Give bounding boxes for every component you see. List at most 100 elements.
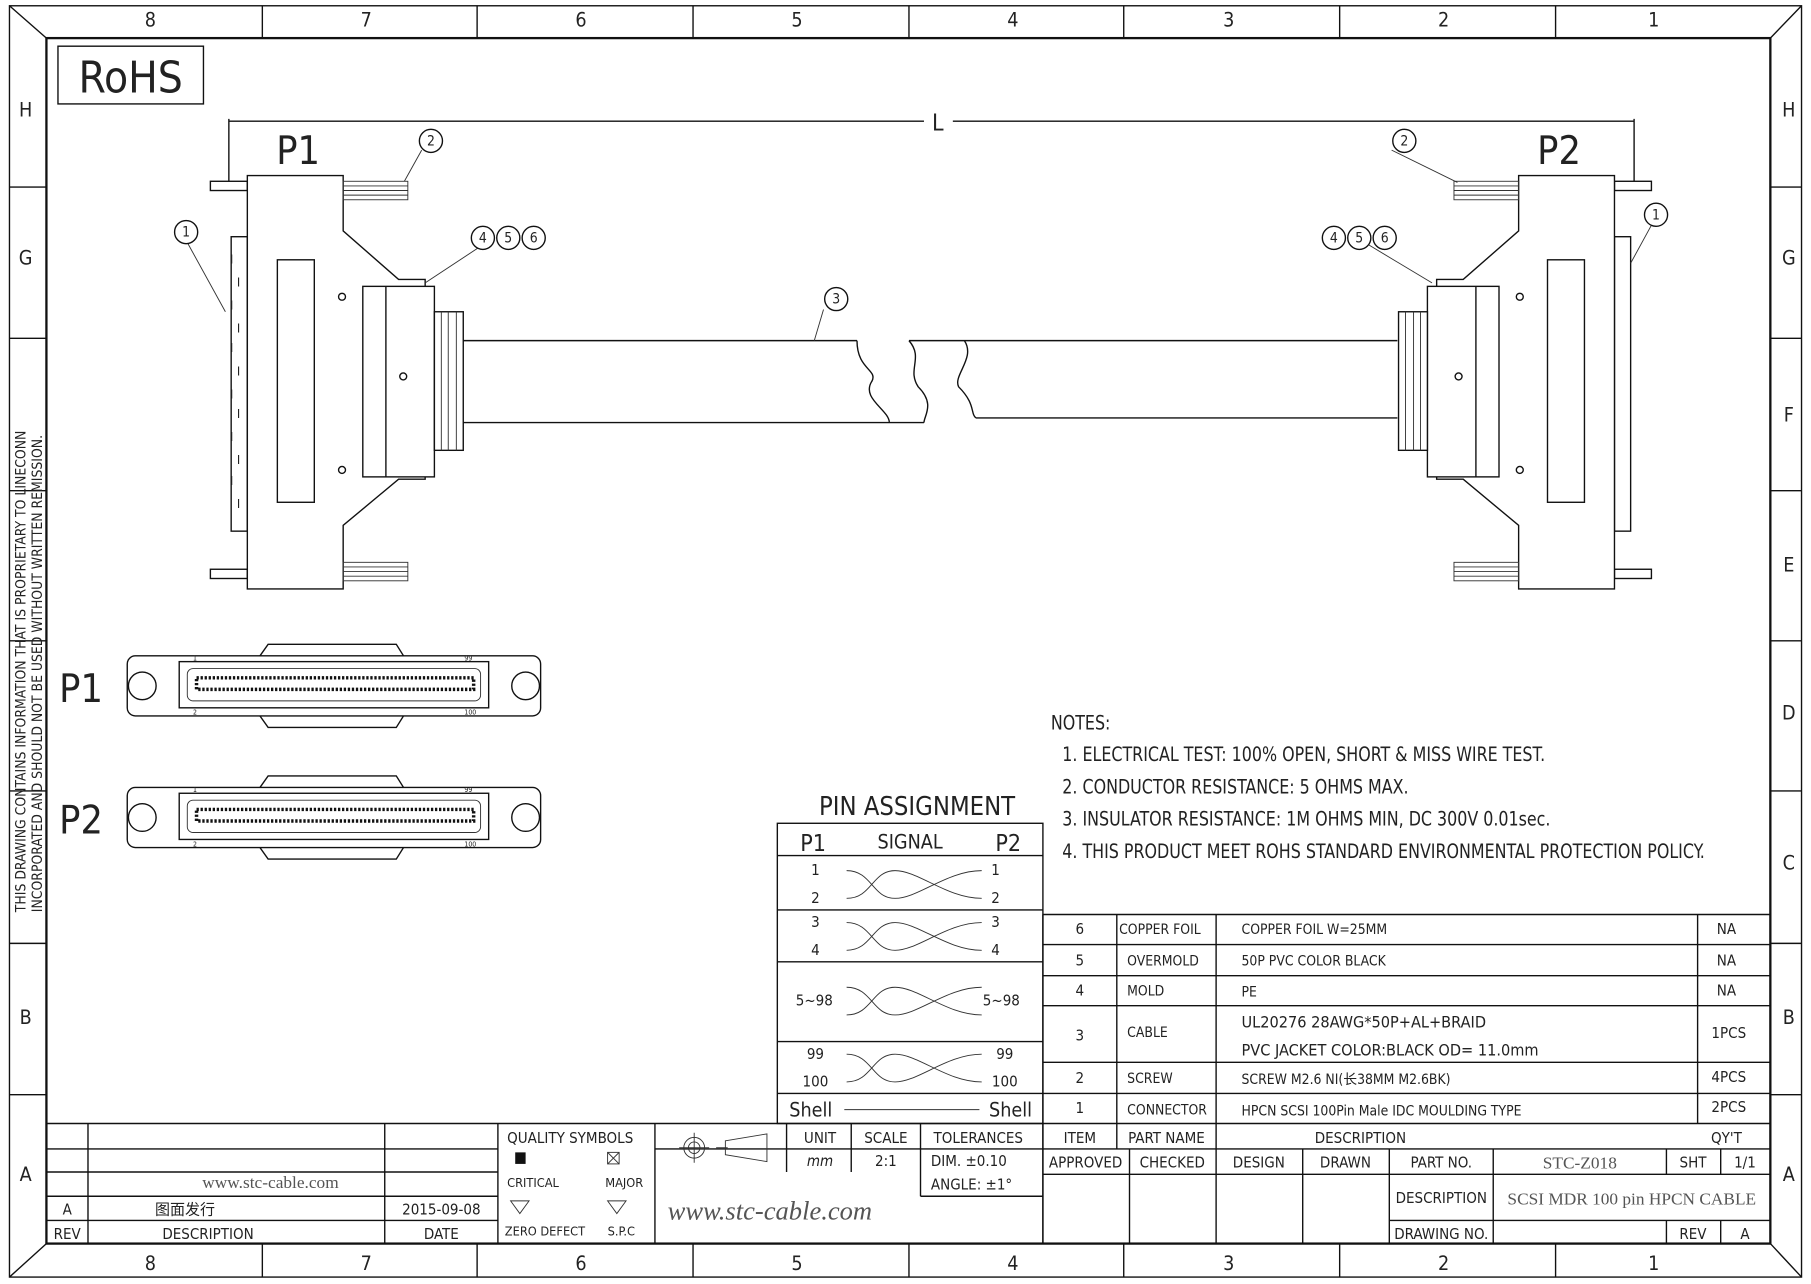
zone-row: A xyxy=(1783,1163,1795,1186)
unit-label: UNIT xyxy=(804,1129,837,1147)
notice-line: THIS DRAWING CONTAINS INFORMATION THAT I… xyxy=(14,431,30,914)
zone-col: 6 xyxy=(575,9,586,32)
part-no-value: STC-Z018 xyxy=(1543,1154,1617,1173)
zone-col: 5 xyxy=(791,1252,802,1275)
zone-col: 2 xyxy=(1438,1252,1449,1275)
shell-p1: Shell xyxy=(789,1099,832,1122)
sheet-label: SHT xyxy=(1680,1153,1708,1171)
svg-text:I: I xyxy=(230,429,233,444)
zone-col: 8 xyxy=(145,9,156,32)
pin-p2: 2 xyxy=(991,889,1000,907)
balloons: 1 2 4 5 6 3 2 4 5 6 1 xyxy=(173,128,1669,341)
revision-description: 图面发行 xyxy=(155,1201,215,1219)
bom-part-name: SCREW xyxy=(1127,1071,1172,1087)
pin-label: 100 xyxy=(464,840,476,848)
revision-website: www.stc-cable.com xyxy=(202,1173,339,1192)
major-symbol-icon xyxy=(607,1151,620,1165)
pin-label: 2 xyxy=(193,709,197,717)
tolerances-label: TOLERANCES xyxy=(932,1129,1023,1147)
bom-part-name: COPPER FOIL xyxy=(1119,922,1201,938)
svg-text:I: I xyxy=(237,496,240,511)
header-rev: REV xyxy=(54,1225,82,1243)
zone-row: G xyxy=(19,246,33,269)
bom-description: PE xyxy=(1242,984,1258,1000)
bom-item: 1 xyxy=(1076,1099,1085,1117)
zone-col: 7 xyxy=(361,9,372,32)
rev-value: A xyxy=(1740,1225,1750,1243)
quality-symbols-title: QUALITY SYMBOLS xyxy=(507,1129,633,1147)
balloon-4: 4 xyxy=(479,230,487,246)
bom-qty: NA xyxy=(1717,951,1737,969)
balloon-5: 5 xyxy=(1355,230,1363,246)
pin-p1: 99 xyxy=(807,1045,824,1063)
dim-tolerance: DIM. ±0.10 xyxy=(931,1152,1007,1170)
pin-p2: 1 xyxy=(991,861,1000,879)
critical-symbol-icon xyxy=(515,1152,526,1164)
balloon-3: 3 xyxy=(832,292,840,308)
description-label: DESCRIPTION xyxy=(1396,1189,1487,1207)
bom-header: QY'T xyxy=(1711,1129,1743,1147)
proprietary-notice: THIS DRAWING CONTAINS INFORMATION THAT I… xyxy=(14,431,46,914)
notes-title: NOTES: xyxy=(1051,713,1111,735)
revision-date: 2015-09-08 xyxy=(402,1201,480,1219)
part-no-label: PART NO. xyxy=(1410,1153,1472,1171)
bom-description: HPCN SCSI 100Pin Male IDC MOULDING TYPE xyxy=(1242,1103,1522,1119)
pin-assignment-table: PIN ASSIGNMENT P1 SIGNAL P2 1 2 1 2 3 4 … xyxy=(776,791,1044,1125)
zone-row: G xyxy=(1782,246,1796,269)
rev-label: REV xyxy=(1679,1225,1707,1243)
rohs-box xyxy=(57,45,205,105)
face-p2-label: P2 xyxy=(59,799,103,844)
cable xyxy=(463,339,1398,424)
bom-part-name: CABLE xyxy=(1127,1025,1168,1041)
note-item: 4. THIS PRODUCT MEET ROHS STANDARD ENVIR… xyxy=(1062,841,1705,863)
pin-p1: 4 xyxy=(811,941,820,959)
zone-col: 5 xyxy=(791,9,802,32)
svg-text:I: I xyxy=(230,340,233,355)
bom-header: DESCRIPTION xyxy=(1315,1129,1406,1147)
notes: NOTES: 1. ELECTRICAL TEST: 100% OPEN, SH… xyxy=(1051,713,1705,863)
bom-description: 50P PVC COLOR BLACK xyxy=(1242,953,1387,969)
pin-p2: 3 xyxy=(991,913,1000,931)
bill-of-materials: 6 5 4 3 2 1 NA NA NA 1PCS 4PCS 2PCS ITEM… xyxy=(1042,913,1771,1244)
bom-description: COPPER FOIL W=25MM xyxy=(1242,922,1388,938)
twisted-pair-symbols xyxy=(844,870,982,1111)
note-item: 1. ELECTRICAL TEST: 100% OPEN, SHORT & M… xyxy=(1062,744,1545,766)
balloon-6: 6 xyxy=(530,230,538,246)
header-signal: SIGNAL xyxy=(878,831,943,854)
sheet-value: 1/1 xyxy=(1734,1153,1756,1171)
bom-part-name: CONNECTOR xyxy=(1127,1102,1207,1118)
scale-value: 2:1 xyxy=(875,1152,897,1170)
pin-label: 100 xyxy=(464,709,476,717)
pin-label: 2 xyxy=(193,840,197,848)
zone-col: 1 xyxy=(1648,9,1659,32)
bom-part-name: MOLD xyxy=(1127,983,1164,999)
pin-p1: 3 xyxy=(811,913,820,931)
zone-col: 4 xyxy=(1007,9,1018,32)
balloon-1: 1 xyxy=(182,225,190,241)
bom-qty: NA xyxy=(1717,981,1737,999)
bom-qty: 4PCS xyxy=(1711,1068,1746,1086)
spc-label: S.P.C xyxy=(608,1224,635,1239)
p1-label: P1 xyxy=(276,129,320,174)
description-value: SCSI MDR 100 pin HPCN CABLE xyxy=(1507,1189,1756,1208)
pin-p1: 5~98 xyxy=(796,992,833,1010)
svg-text:I: I xyxy=(230,473,233,488)
face-p1-label: P1 xyxy=(59,667,103,712)
p2-label: P2 xyxy=(1537,129,1581,174)
pin-label: 99 xyxy=(464,786,472,794)
note-item: 3. INSULATOR RESISTANCE: 1M OHMS MIN, DC… xyxy=(1062,809,1550,831)
unit-value: mm xyxy=(807,1152,833,1170)
bom-description: PVC JACKET COLOR:BLACK OD= 11.0mm xyxy=(1242,1040,1539,1059)
zero-defect-spc-icons xyxy=(509,1200,627,1215)
zone-col: 6 xyxy=(575,1252,586,1275)
p2-connector xyxy=(1397,174,1653,590)
zone-col: 7 xyxy=(361,1252,372,1275)
pin-p2: 99 xyxy=(996,1045,1013,1063)
zone-dividers xyxy=(9,5,1803,1278)
projection-symbol-icon xyxy=(679,1132,768,1163)
balloon-4: 4 xyxy=(1330,230,1338,246)
zone-col: 1 xyxy=(1648,1252,1659,1275)
svg-text:I: I xyxy=(237,321,240,336)
zone-row: A xyxy=(20,1163,32,1186)
